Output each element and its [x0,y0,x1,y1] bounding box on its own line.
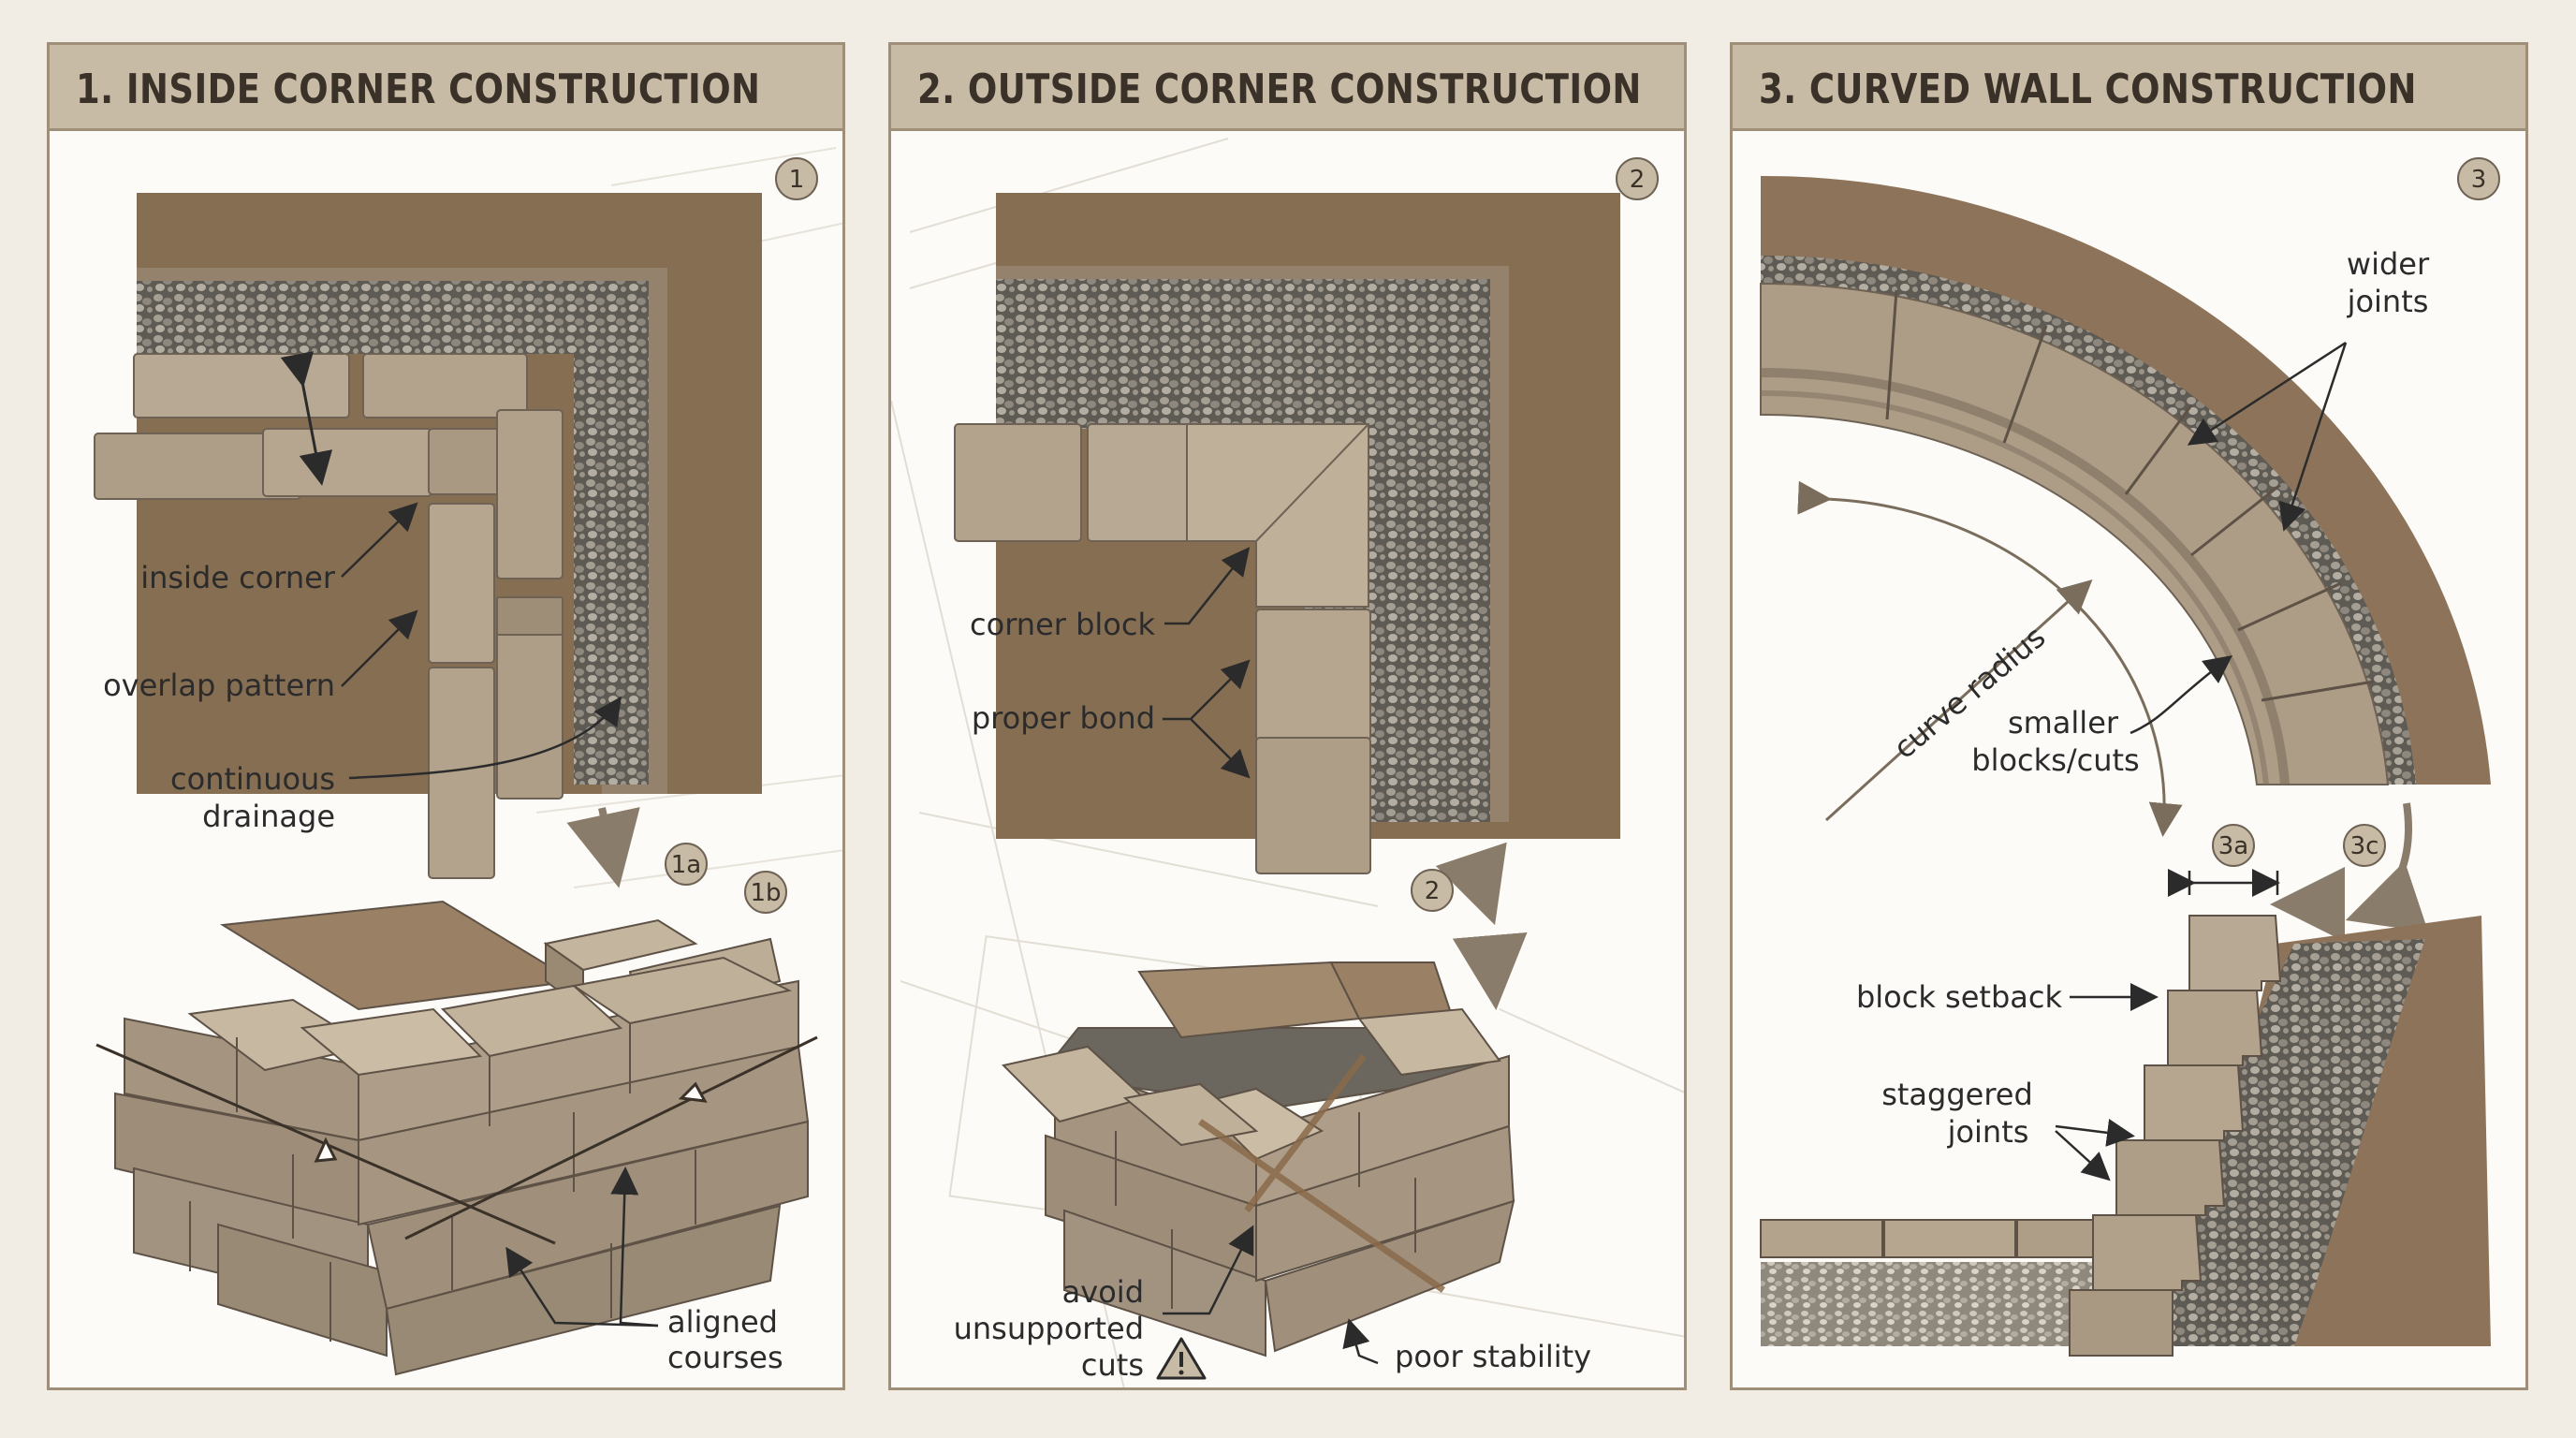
label-staggered-joints-2: joints [1947,1114,2029,1150]
label-smaller-blocks-1: smaller [2008,705,2119,741]
leader-smaller-blocks [2130,654,2232,735]
soil [1761,175,2491,785]
svg-text:3a: 3a [2218,832,2248,860]
inside-corner-illustration: inside corner overlap pattern continuous… [94,147,842,1376]
label-staggered-joints-1: staggered [1881,1077,2033,1112]
label-overlap-pattern: overlap pattern [103,668,335,703]
label-block-setback: block setback [1856,979,2063,1015]
svg-text:1a: 1a [671,851,701,879]
outside-corner-illustration: corner block proper bond 2 2 [891,138,1684,1387]
section-base-blocks [1760,1219,2130,1258]
svg-text:3: 3 [2471,166,2487,194]
curved-wall-illustration: wider joints curve radius smaller blocks… [1760,157,2500,1357]
transition-arrow [1435,842,1507,926]
panel-header: 2. OUTSIDE CORNER CONSTRUCTION [891,45,1684,131]
svg-text:1b: 1b [750,879,781,907]
transition-arrow-2 [1452,932,1528,1010]
leader-lines-bottom [1163,1225,1379,1365]
course-lines [95,1035,818,1245]
label-wider-joints-1: wider [2347,246,2430,282]
label-wider-joints-2: joints [2347,284,2429,319]
label-avoid-2: unsupported [954,1311,1144,1346]
label-proper-bond: proper bond [972,700,1155,736]
leader-lines-bottom [505,1167,659,1328]
curved-block-joints [1885,289,2375,702]
badge-2-small: 2 [1411,869,1454,912]
panel-curved-wall: 3. CURVED WALL CONSTRUCTION [1730,42,2528,1390]
panel-title: 3. CURVED WALL CONSTRUCTION [1759,66,2417,113]
section-stacked-blocks [2069,915,2282,1357]
leader-lines-section [2055,983,2159,1181]
label-aligned-courses-2: courses [667,1340,783,1375]
transition-arrow [566,807,640,888]
label-aligned-courses-1: aligned [667,1304,778,1340]
svg-text:3c: 3c [2350,832,2379,860]
label-inside-corner: inside corner [140,560,336,595]
bad-cut-lines [1198,1053,1445,1293]
panel-title: 2. OUTSIDE CORNER CONSTRUCTION [917,66,1642,113]
blocks-vertical [428,409,564,879]
label-continuous-drainage-1: continuous [170,761,335,797]
panel-outside-corner: 2. OUTSIDE CORNER CONSTRUCTION [888,42,1687,1390]
leader-lines-top [1163,547,1251,779]
label-corner-block: corner block [970,607,1155,642]
label-continuous-drainage-2: drainage [202,799,335,834]
setback-dimension [2168,869,2280,897]
badge-3a: 3a [2212,824,2255,867]
outside-corner-3d-blocks [1002,961,1515,1357]
panel-title: 1. INSIDE CORNER CONSTRUCTION [76,66,761,113]
leader-lines-top [341,502,622,780]
badge-3c: 3c [2343,824,2386,867]
overlap-double-arrow [280,351,333,486]
badge-2: 2 [1616,157,1659,200]
badge-1a: 1a [665,843,708,886]
label-avoid-1: avoid [1062,1274,1144,1310]
svg-text:2: 2 [1630,166,1646,194]
transition-arrow [2345,802,2429,932]
panel-inside-corner: 1. INSIDE CORNER CONSTRUCTION [47,42,845,1390]
label-avoid-3: cuts [1081,1347,1144,1383]
label-poor-stability: poor stability [1395,1339,1591,1374]
warning-icon [1156,1337,1207,1380]
gravel-drainage [137,281,649,785]
badge-1b: 1b [744,871,787,914]
panel-header: 1. INSIDE CORNER CONSTRUCTION [50,45,842,131]
svg-text:2: 2 [1425,877,1441,905]
corner-blocks [954,423,1371,874]
leader-lines-wider-joints [2187,341,2348,532]
inside-corner-3d-blocks [114,900,810,1376]
label-smaller-blocks-2: blocks/cuts [1971,742,2139,778]
svg-text:1: 1 [789,166,805,194]
panel-header: 3. CURVED WALL CONSTRUCTION [1733,45,2525,131]
curve-radius-line [1824,579,2093,822]
badge-1: 1 [775,157,818,200]
badge-3: 3 [2457,157,2500,200]
